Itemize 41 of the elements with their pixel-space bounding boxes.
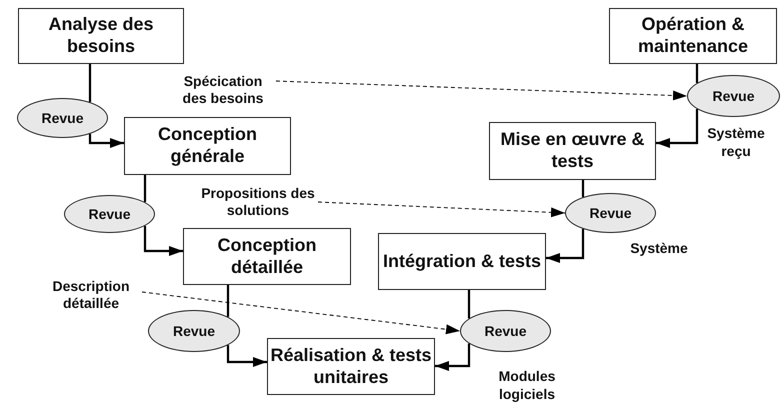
arrow (88, 134, 124, 148)
flow-label: Système (629, 240, 689, 258)
process-box (378, 233, 546, 290)
stage-label: Intégration & tests (382, 250, 542, 272)
arrow (435, 344, 470, 371)
deliverable-label: Spécication des besoins (182, 72, 264, 108)
flow-label: Système reçu (706, 125, 766, 160)
connector-line (144, 175, 146, 202)
connector-line (696, 64, 698, 83)
deliverable-label: Propositions des solutions (200, 184, 316, 220)
stage-label: Réalisation & tests unitaires (269, 344, 433, 388)
process-box (489, 122, 656, 180)
stage-label: Opération & maintenance (636, 14, 750, 58)
deliverable-label: Description détaillée (51, 278, 130, 312)
process-box (183, 228, 351, 285)
review-label: Revue (172, 323, 216, 339)
process-box (18, 8, 184, 64)
review-label: Revue (41, 110, 84, 126)
process-box (267, 338, 435, 395)
review-label: Revue (484, 323, 527, 339)
stage-label: Conception générale (157, 124, 258, 168)
review-label: Revue (88, 206, 131, 222)
connector-line (468, 290, 470, 318)
connector-line (582, 180, 584, 198)
stage-label: Conception détaillée (216, 234, 318, 278)
flow-label: Modules logiciels (498, 368, 556, 403)
arrow (226, 345, 267, 367)
process-box (124, 117, 291, 175)
arrow (546, 228, 584, 263)
stage-label: Analyse des besoins (47, 14, 155, 58)
process-box (609, 8, 777, 64)
dashed-arrow (142, 292, 460, 334)
review-label: Revue (589, 205, 632, 221)
stage-label: Mise en œuvre & tests (499, 129, 646, 173)
connector-line (88, 64, 92, 102)
arrow (656, 109, 698, 148)
dashed-arrow (318, 202, 566, 218)
connector-line (226, 285, 230, 317)
dashed-arrow (276, 80, 688, 100)
arrow (144, 226, 183, 256)
review-label: Revue (712, 88, 755, 104)
